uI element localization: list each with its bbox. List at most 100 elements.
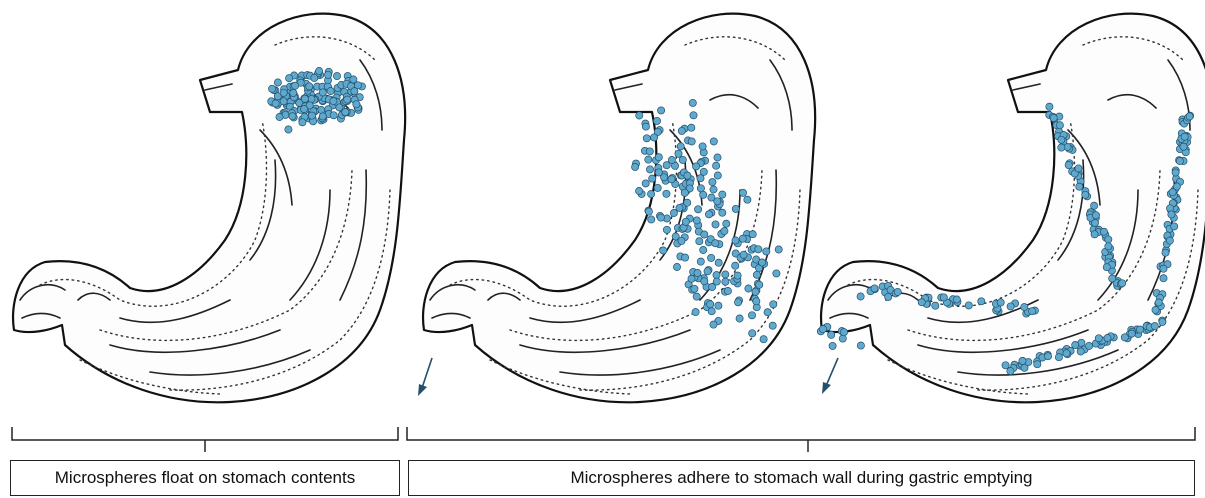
microsphere: [694, 269, 701, 276]
microsphere: [932, 302, 939, 309]
microsphere: [289, 113, 296, 120]
microsphere: [1075, 165, 1082, 172]
microsphere: [697, 258, 704, 265]
microsphere: [319, 113, 326, 120]
stomach-illustration: [821, 14, 1205, 403]
microsphere: [735, 299, 742, 306]
microsphere: [714, 154, 721, 161]
microsphere: [684, 172, 691, 179]
microsphere: [1152, 306, 1159, 313]
microsphere: [330, 112, 337, 119]
microsphere: [724, 287, 731, 294]
microsphere: [894, 288, 901, 295]
microsphere: [1151, 323, 1158, 330]
microsphere: [1019, 357, 1026, 364]
microsphere: [978, 298, 985, 305]
microsphere: [719, 209, 726, 216]
caption-adhering: Microspheres adhere to stomach wall duri…: [408, 460, 1195, 496]
microsphere: [715, 259, 722, 266]
microsphere: [740, 251, 747, 258]
microsphere: [885, 293, 892, 300]
microsphere: [645, 208, 652, 215]
microsphere: [679, 156, 686, 163]
microsphere: [819, 326, 826, 333]
microsphere: [681, 189, 688, 196]
microsphere: [299, 119, 306, 126]
microsphere: [676, 204, 683, 211]
microsphere: [693, 217, 700, 224]
bracket-left: [12, 427, 398, 452]
microsphere: [722, 278, 729, 285]
microsphere: [319, 89, 326, 96]
microsphere: [290, 89, 297, 96]
stomach-illustration: [13, 14, 405, 403]
microsphere: [692, 309, 699, 316]
caption-floating: Microspheres float on stomach contents: [10, 460, 400, 496]
caption-adhering-text: Microspheres adhere to stomach wall duri…: [570, 468, 1032, 488]
microsphere: [668, 176, 675, 183]
microsphere: [700, 191, 707, 198]
microsphere: [1181, 133, 1188, 140]
microsphere: [953, 296, 960, 303]
microsphere: [700, 168, 707, 175]
microsphere: [707, 301, 714, 308]
microsphere: [272, 100, 279, 107]
microsphere: [1063, 350, 1070, 357]
microsphere: [712, 221, 719, 228]
microsphere: [1162, 249, 1169, 256]
microsphere: [744, 196, 751, 203]
microsphere: [1046, 103, 1053, 110]
microsphere: [645, 156, 652, 163]
microsphere: [636, 187, 643, 194]
microsphere: [1072, 341, 1079, 348]
microsphere: [1166, 237, 1173, 244]
microsphere: [840, 329, 847, 336]
microsphere: [688, 138, 695, 145]
microsphere: [710, 186, 717, 193]
microsphere: [748, 312, 755, 319]
microsphere: [699, 143, 706, 150]
microsphere: [697, 185, 704, 192]
microsphere: [673, 263, 680, 270]
microsphere: [316, 67, 323, 74]
microsphere: [701, 231, 708, 238]
microsphere: [280, 89, 287, 96]
microsphere: [1176, 158, 1183, 165]
stomach-panel-adhering: [418, 14, 815, 403]
microsphere: [658, 107, 665, 114]
microsphere: [752, 288, 759, 295]
microsphere: [333, 73, 340, 80]
microsphere: [1058, 136, 1065, 143]
microsphere: [1119, 280, 1126, 287]
microsphere: [632, 163, 639, 170]
microsphere: [648, 191, 655, 198]
stomach-panel-emptying: [817, 14, 1205, 403]
microsphere: [655, 154, 662, 161]
microsphere: [755, 246, 762, 253]
microsphere: [997, 299, 1004, 306]
microsphere: [1055, 354, 1062, 361]
microsphere: [749, 231, 756, 238]
microsphere: [274, 79, 281, 86]
microsphere: [350, 76, 357, 83]
microsphere: [965, 302, 972, 309]
microsphere: [643, 135, 650, 142]
microsphere: [1171, 223, 1178, 230]
microsphere: [1160, 265, 1167, 272]
microsphere: [714, 198, 721, 205]
microsphere: [693, 163, 700, 170]
microsphere: [1180, 143, 1187, 150]
microsphere: [280, 98, 287, 105]
microsphere: [276, 113, 283, 120]
microsphere: [682, 254, 689, 261]
microsphere: [353, 101, 360, 108]
microsphere: [734, 272, 741, 279]
microsphere: [1105, 243, 1112, 250]
microsphere: [678, 127, 685, 134]
microsphere: [285, 126, 292, 133]
microsphere: [1034, 361, 1041, 368]
microsphere: [691, 285, 698, 292]
microsphere: [708, 308, 715, 315]
microsphere: [286, 75, 293, 82]
microsphere: [712, 240, 719, 247]
